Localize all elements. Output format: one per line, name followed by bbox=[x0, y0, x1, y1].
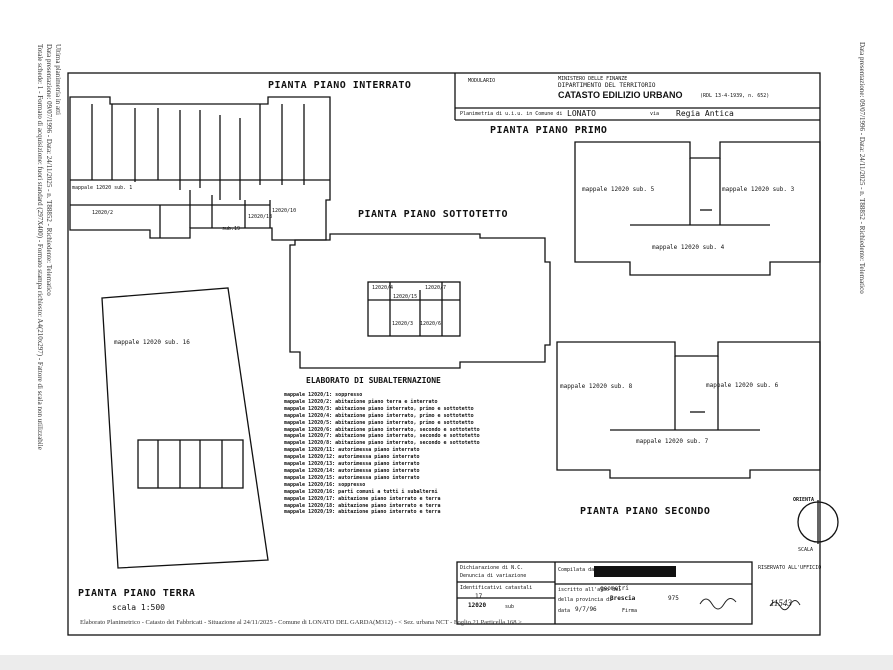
label-sub3: mappale 12020 sub. 3 bbox=[722, 186, 795, 193]
law-label: (RDL 13-4-1939, n. 652) bbox=[700, 93, 770, 99]
elaborato-row: mappale 12020/4: abitazione piano interr… bbox=[284, 412, 474, 419]
label-sub8: mappale 12020 sub. 8 bbox=[560, 383, 633, 390]
terra-scale: scala 1:500 bbox=[112, 603, 165, 612]
catasto-label: CATASTO EDILIZIO URBANO bbox=[558, 90, 683, 100]
elaborato-row: mappale 12020/19: abitazione piano inter… bbox=[284, 509, 441, 516]
elaborato-row: mappale 12020/8: abitazione piano interr… bbox=[284, 440, 480, 447]
footer-mappale: 12020 bbox=[468, 602, 487, 609]
title-terra: PIANTA PIANO TERRA bbox=[78, 588, 196, 599]
label-sub7: mappale 12020 sub. 7 bbox=[636, 438, 709, 445]
elaborato-row: mappale 12020/11: autorimessa piano inte… bbox=[284, 447, 420, 454]
planimetria-label: Planimetria di u.i.u. in Comune di bbox=[460, 111, 563, 117]
footer-foglio: 17 bbox=[475, 593, 483, 600]
footer-firma-label: Firma bbox=[622, 608, 638, 614]
elaborato-row: mappale 12020/5: abitazione piano interr… bbox=[284, 419, 474, 426]
footer-denuncia: Denuncia di variazione bbox=[460, 573, 527, 579]
footer-sub-label: sub bbox=[505, 604, 515, 610]
label-int-sub2: 12020/2 bbox=[92, 210, 114, 216]
orientation-label: ORIENTA bbox=[793, 497, 815, 503]
footer-provincia: Brescia bbox=[610, 595, 636, 602]
footer-data-label: data bbox=[558, 608, 571, 614]
footer-dichiarazione: Dichiarazione di N.C. bbox=[460, 565, 524, 571]
title-secondo: PIANTA PIANO SECONDO bbox=[580, 506, 711, 517]
elaborato-row: mappale 12020/13: autorimessa piano inte… bbox=[284, 461, 420, 468]
title-interrato: PIANTA PIANO INTERRATO bbox=[268, 80, 412, 91]
label-sub4: mappale 12020 sub. 4 bbox=[652, 244, 725, 251]
elaborato-row: mappale 12020/16: soppresso bbox=[284, 481, 366, 488]
elaborato-title: ELABORATO DI SUBALTERNAZIONE bbox=[306, 376, 441, 385]
bottom-caption: Elaborato Planimetrico - Catasto dei Fab… bbox=[80, 619, 522, 626]
via-value: Regia Antica bbox=[676, 109, 734, 118]
label-st-sub6: 12020/6 bbox=[420, 321, 442, 327]
footer-albo: geometri bbox=[600, 585, 629, 592]
label-int-sub1: mappale 12020 sub. 1 bbox=[72, 185, 133, 191]
footer-identificativi: Identificativi catastali bbox=[460, 585, 533, 591]
elaborato-row: mappale 12020/15: autorimessa piano inte… bbox=[284, 474, 420, 481]
label-int-sub18: 12020/18 bbox=[248, 214, 273, 220]
elaborato-row: mappale 12020/14: autorimessa piano inte… bbox=[284, 467, 420, 474]
label-int-sub19: sub.19 bbox=[222, 226, 241, 232]
department-label: DIPARTIMENTO DEL TERRITORIO bbox=[558, 82, 656, 89]
label-st-sub15: 12020/15 bbox=[393, 294, 418, 300]
elaborato-row: mappale 12020/3: abitazione piano interr… bbox=[284, 405, 474, 412]
stamp-modulario: MODULARIO bbox=[468, 78, 496, 84]
footer-data: 9/7/96 bbox=[575, 606, 597, 613]
elaborato-row: mappale 12020/6: abitazione piano interr… bbox=[284, 426, 480, 433]
footer-ufficio-note: 11543 bbox=[770, 598, 792, 608]
label-st-sub4: 12020/4 bbox=[372, 285, 394, 291]
elaborato-row: mappale 12020/16: parti comuni a tutti i… bbox=[284, 488, 438, 495]
elaborato-row: mappale 12020/7: abitazione piano interr… bbox=[284, 433, 480, 440]
elaborato-row: mappale 12020/12: autorimessa piano inte… bbox=[284, 454, 420, 461]
footer-riservato: RISERVATO ALL'UFFICIO bbox=[758, 565, 822, 571]
comune-value: LONATO bbox=[567, 109, 596, 118]
title-sottotetto: PIANTA PIANO SOTTOTETTO bbox=[358, 209, 508, 220]
footer-numero: 975 bbox=[668, 595, 679, 602]
footer-iscritto: iscritto all'albo dei bbox=[558, 587, 622, 593]
footer-provincia-label: della provincia di bbox=[558, 597, 613, 603]
scale-label: SCALA bbox=[798, 547, 814, 553]
ministry-label: MINISTERO DELLE FINANZE bbox=[558, 76, 628, 82]
footer-compilata: Compilata dal bbox=[558, 567, 598, 573]
via-label: via bbox=[650, 111, 660, 117]
label-st-sub7: 12020/7 bbox=[425, 285, 447, 291]
elaborato-row: mappale 12020/1: soppresso bbox=[284, 392, 363, 398]
elaborato-row: mappale 12020/18: abitazione piano inter… bbox=[284, 502, 441, 509]
label-sub16: mappale 12020 sub. 16 bbox=[114, 339, 190, 346]
label-int-sub10: 12020/10 bbox=[272, 208, 297, 214]
elaborato-row: mappale 12020/17: abitazione piano inter… bbox=[284, 495, 441, 502]
label-sub6: mappale 12020 sub. 6 bbox=[706, 382, 779, 389]
elaborato-row: mappale 12020/2: abitazione piano terra … bbox=[284, 398, 438, 405]
label-st-sub3: 12020/3 bbox=[392, 321, 414, 327]
title-primo: PIANTA PIANO PRIMO bbox=[490, 125, 608, 136]
label-sub5: mappale 12020 sub. 5 bbox=[582, 186, 655, 193]
page-bottom-band bbox=[0, 655, 893, 670]
